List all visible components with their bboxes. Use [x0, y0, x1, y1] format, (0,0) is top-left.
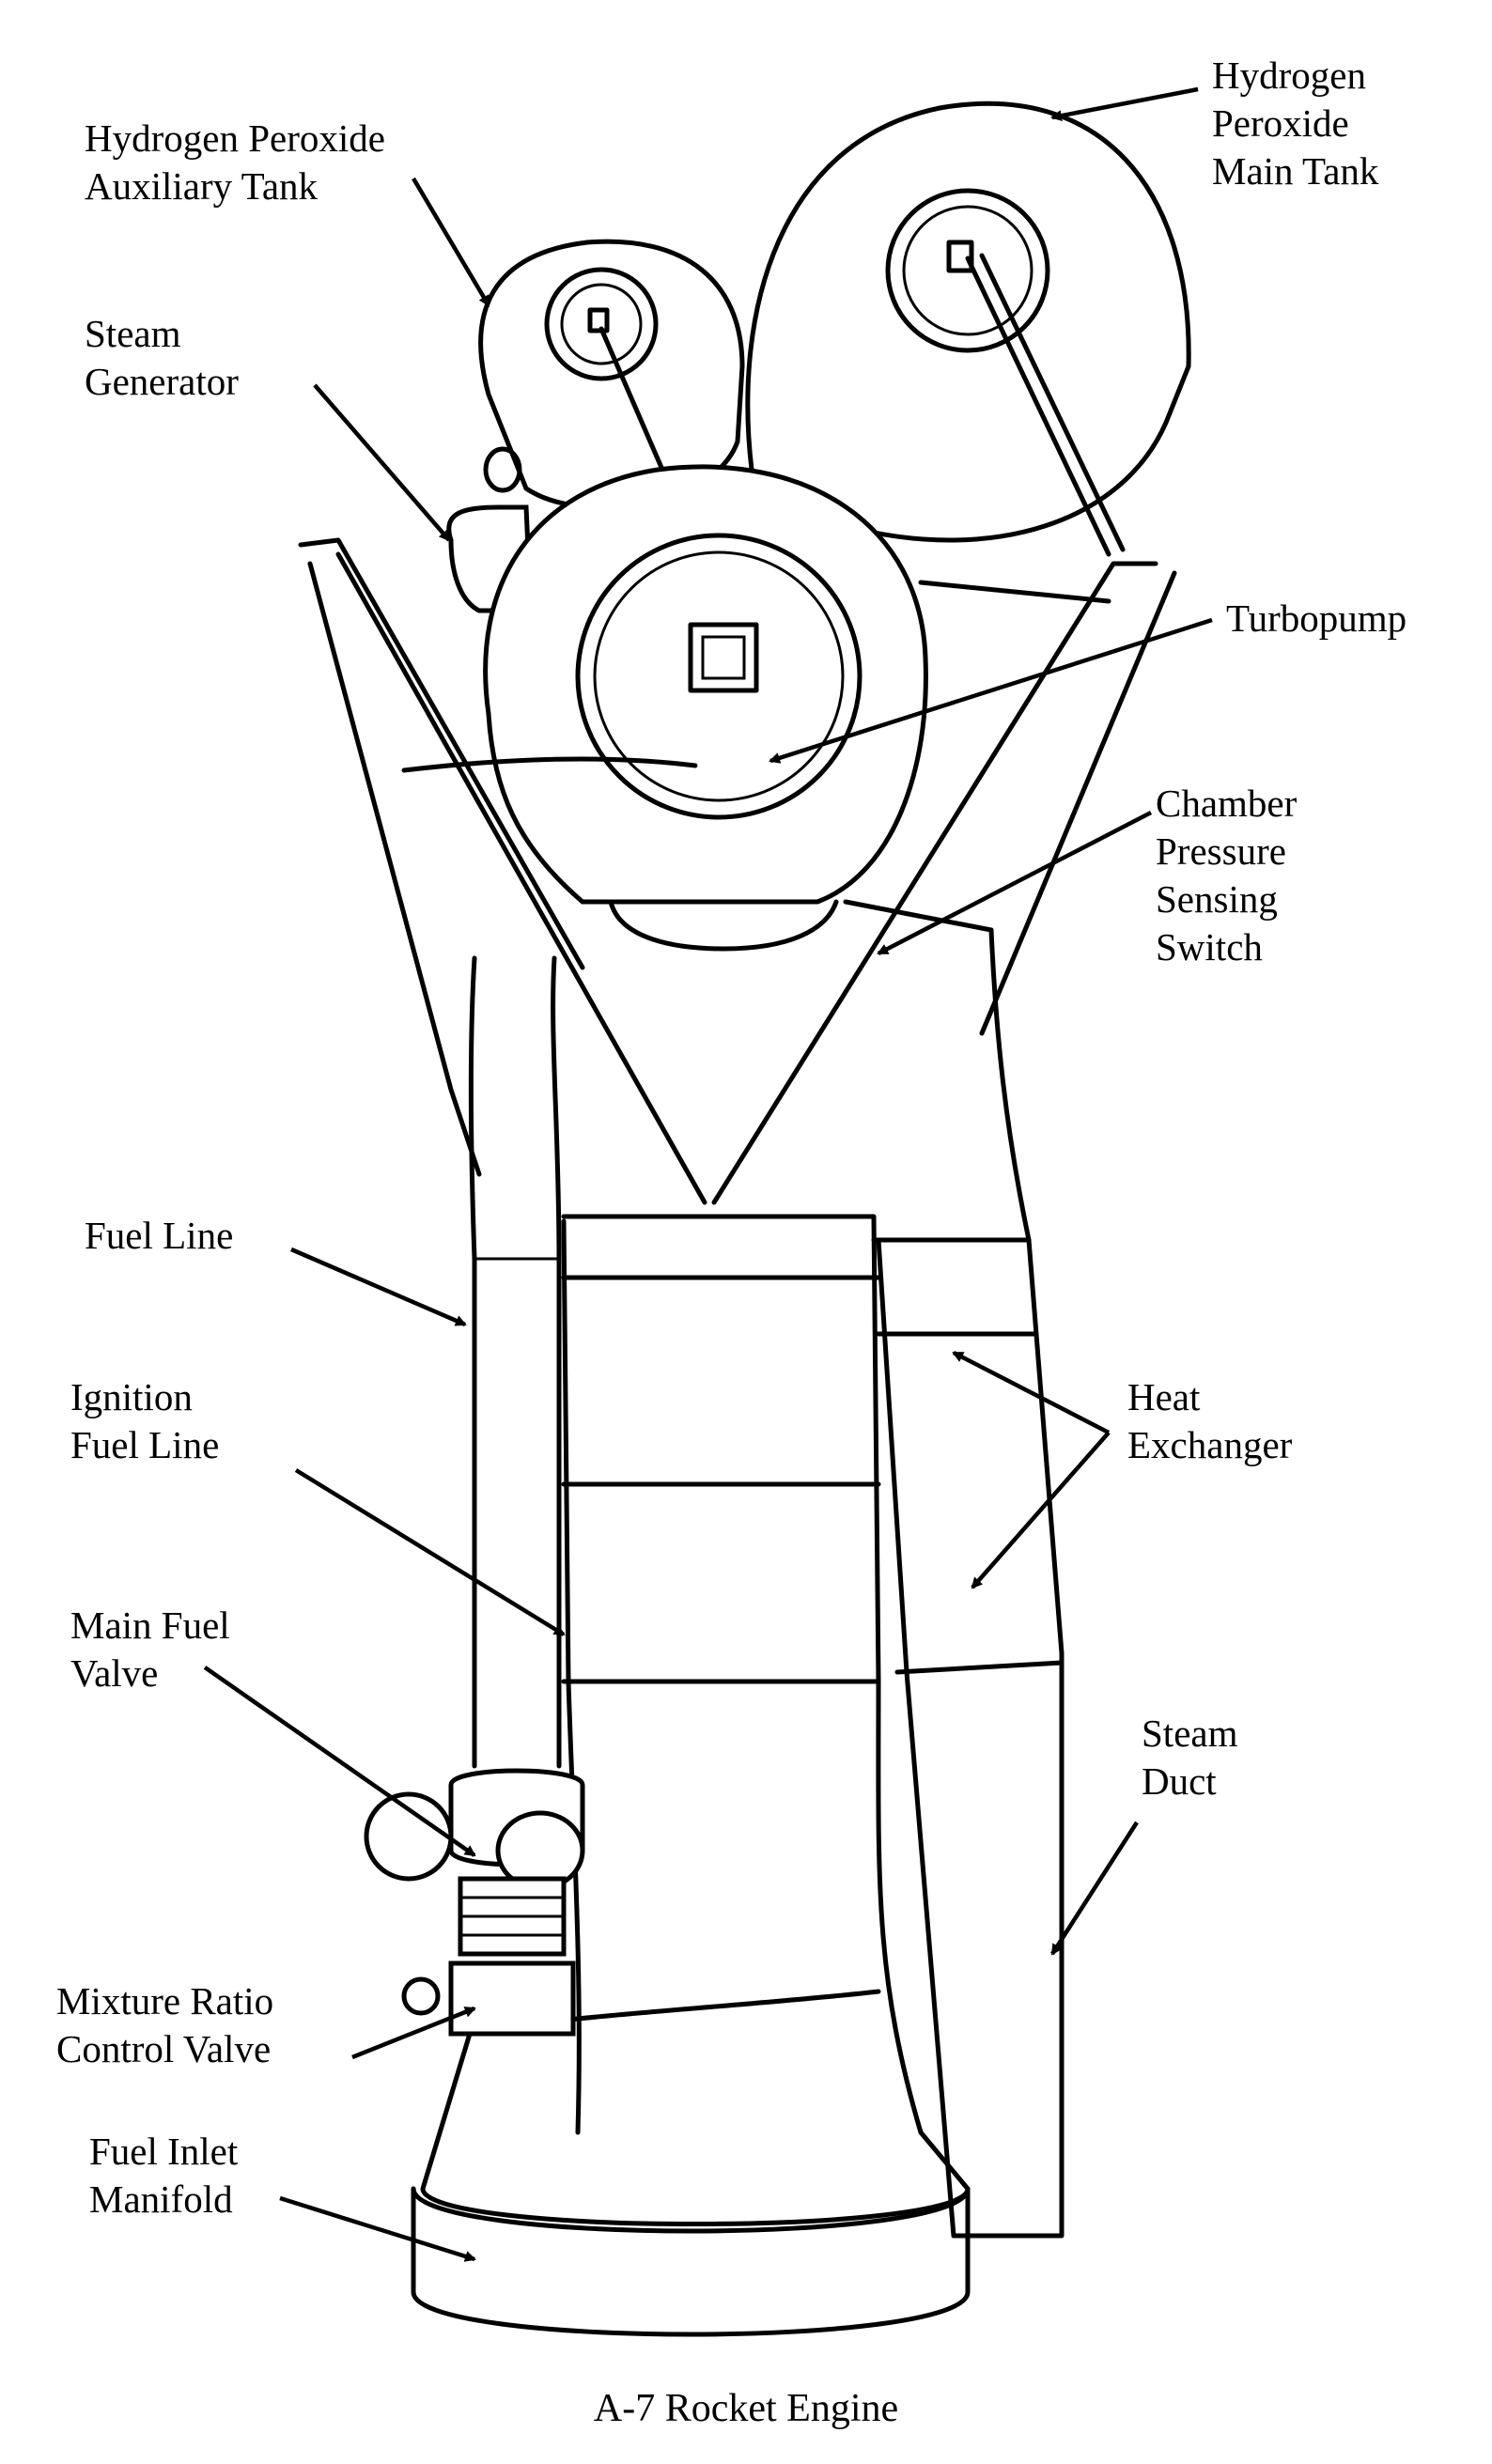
fuel-inlet-manifold-body — [411, 2031, 971, 2337]
support-frame — [298, 537, 1177, 1205]
heat-exchanger-body — [843, 899, 1065, 2239]
main-tank — [745, 101, 1191, 557]
fuel-line-pipe — [468, 955, 562, 1769]
turbopump-body — [483, 464, 928, 952]
label-fuel-line: Fuel Line — [85, 1214, 234, 1257]
leader-arrows — [203, 86, 1213, 2262]
mixture-valve-body — [401, 1876, 576, 2037]
main-fuel-valve-body — [364, 1768, 585, 1891]
label-turbopump: Turbopump — [1226, 597, 1407, 640]
figure-caption: A-7 Rocket Engine — [593, 2387, 899, 2430]
combustion-chamber — [561, 1214, 924, 2135]
